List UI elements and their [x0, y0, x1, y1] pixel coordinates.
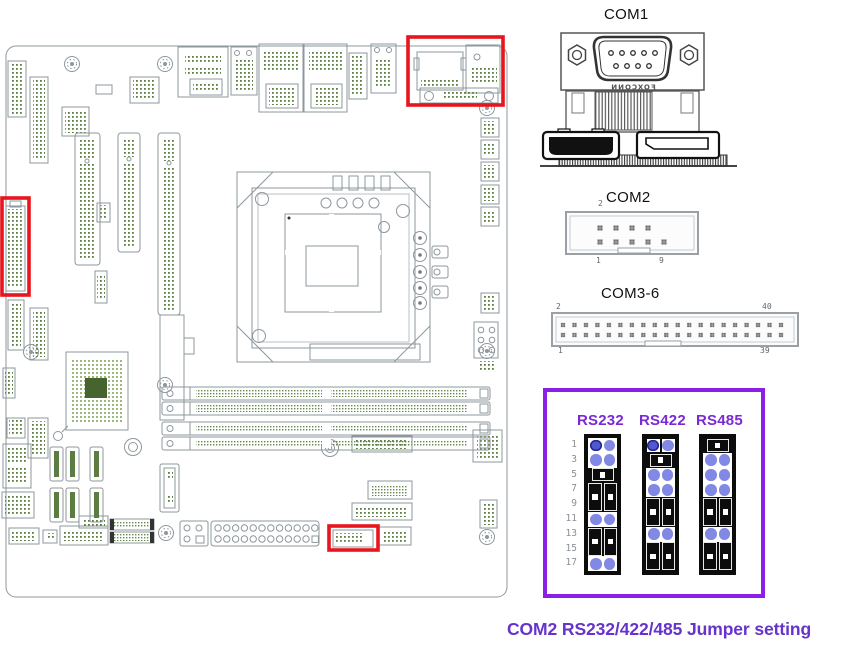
- pin-circle: [603, 513, 615, 526]
- pin-circle: [590, 558, 602, 570]
- vrm-components: [413, 231, 449, 310]
- jumper-caps-vertical: [703, 541, 732, 572]
- pin-circle: [718, 528, 730, 540]
- highlight-box-com36: [0, 196, 31, 297]
- pin-circle: [718, 469, 730, 481]
- jumper-cap-horizontal: [646, 452, 675, 468]
- displayport-port: [635, 130, 721, 160]
- pin-pair-row: [703, 527, 732, 542]
- jumper-pin-label: 3: [571, 453, 577, 465]
- jumper-pin-label: 11: [565, 513, 577, 524]
- pin1-marker: [647, 439, 659, 452]
- pin1-marker: [590, 439, 602, 452]
- mode-label-rs232: RS232: [577, 412, 624, 429]
- pin-pair-row: [588, 453, 617, 468]
- pin-circle: [603, 439, 615, 452]
- highlight-box-com2: [327, 524, 380, 552]
- pin-circle: [661, 484, 673, 496]
- com2-header-drawing: [565, 211, 699, 255]
- pin-circle: [603, 454, 615, 466]
- db9-face: [592, 35, 673, 82]
- pin-pair-row: [646, 468, 675, 483]
- pin-circle: [718, 454, 730, 466]
- pin-circle: [661, 528, 673, 540]
- chipset: [53, 351, 129, 441]
- pin-pair-row: [588, 438, 617, 453]
- jumper-block-rs422: [642, 434, 679, 576]
- pin-pair-row: [588, 512, 617, 527]
- right-edge-headers: [472, 117, 503, 529]
- board-outline: [5, 45, 508, 598]
- jumper-caps-vertical: [588, 482, 617, 512]
- pin-circle: [648, 484, 660, 496]
- hdmi-port: [541, 128, 621, 161]
- jumper-pin-label: 13: [565, 527, 577, 539]
- bottom-right-headers: [351, 435, 413, 546]
- jumper-caps-vertical: [646, 497, 675, 527]
- jumper-pin-label: 9: [571, 498, 577, 510]
- pin-circle: [705, 469, 717, 481]
- pin-circle: [705, 484, 717, 496]
- pin-circle: [648, 469, 660, 481]
- dimm-slots: [161, 386, 491, 451]
- pin-pair-row: [703, 482, 732, 497]
- com2-header-area: [332, 529, 374, 548]
- jumper-cap-horizontal: [588, 467, 617, 483]
- com2-heading: COM2: [606, 189, 651, 206]
- jumper-pin-label: 7: [571, 483, 577, 495]
- com36-heading: COM3-6: [601, 285, 660, 302]
- pin-circle: [718, 484, 730, 496]
- pin-circle: [590, 513, 602, 526]
- mode-label-rs422: RS422: [639, 412, 686, 429]
- jumper-setting-caption: COM2 RS232/422/485 Jumper setting: [507, 619, 812, 639]
- motherboard-diagram: [0, 35, 508, 598]
- com1-connector-drawing: FOXCONN: [540, 32, 737, 167]
- jumper-caps-vertical: [646, 541, 675, 572]
- jumper-caps-vertical: [703, 497, 732, 527]
- com2-pin1-label: 1: [596, 256, 601, 265]
- jumper-pin-label: 1: [571, 439, 577, 450]
- pin-circle: [705, 454, 717, 466]
- jumper-caps-vertical: [588, 526, 617, 557]
- pin-circle: [590, 454, 602, 466]
- expansion-slots: [74, 132, 195, 421]
- com36-pin40-label: 40: [762, 302, 772, 311]
- pin-pair-row: [646, 527, 675, 542]
- jumper-block-rs232: [584, 434, 621, 576]
- mode-label-rs485: RS485: [696, 412, 743, 429]
- rear-io-connectors: [61, 43, 397, 137]
- com36-pin1-label: 1: [558, 346, 563, 355]
- left-headers: [2, 60, 111, 399]
- pin-pair-row: [703, 468, 732, 483]
- pin-circle: [661, 469, 673, 481]
- jumper-cap-horizontal: [703, 438, 732, 453]
- pin-pair-row: [646, 438, 675, 453]
- pin-pair-row: [588, 556, 617, 571]
- com36-header-drawing: [551, 312, 799, 347]
- com1-rear-connector-area: [413, 44, 501, 104]
- jumper-pin-label: 17: [565, 557, 577, 569]
- jumper-pin-label: 5: [571, 468, 577, 480]
- com36-pin2-label: 2: [556, 302, 561, 311]
- pin-pair-row: [703, 453, 732, 468]
- highlight-box-com1: [406, 35, 505, 107]
- pin-pair-row: [646, 482, 675, 497]
- pin-circle: [705, 528, 717, 540]
- com1-heading: COM1: [604, 6, 649, 23]
- jumper-block-rs485: [699, 434, 736, 576]
- pin-circle: [648, 528, 660, 540]
- com2-pin2-label: 2: [598, 199, 603, 208]
- bottom-left-headers: [1, 417, 180, 546]
- com1-brand-text: FOXCONN: [610, 84, 655, 92]
- com2-pin9-label: 9: [659, 256, 664, 265]
- com36-pin39-label: 39: [760, 346, 770, 355]
- pin-circle: [603, 558, 615, 570]
- pin-circle: [662, 439, 674, 452]
- com36-header-area: [5, 200, 26, 292]
- atx-power-connector: [179, 520, 320, 547]
- jumper-pin-label: 15: [565, 542, 577, 554]
- cpu-socket: [236, 171, 431, 363]
